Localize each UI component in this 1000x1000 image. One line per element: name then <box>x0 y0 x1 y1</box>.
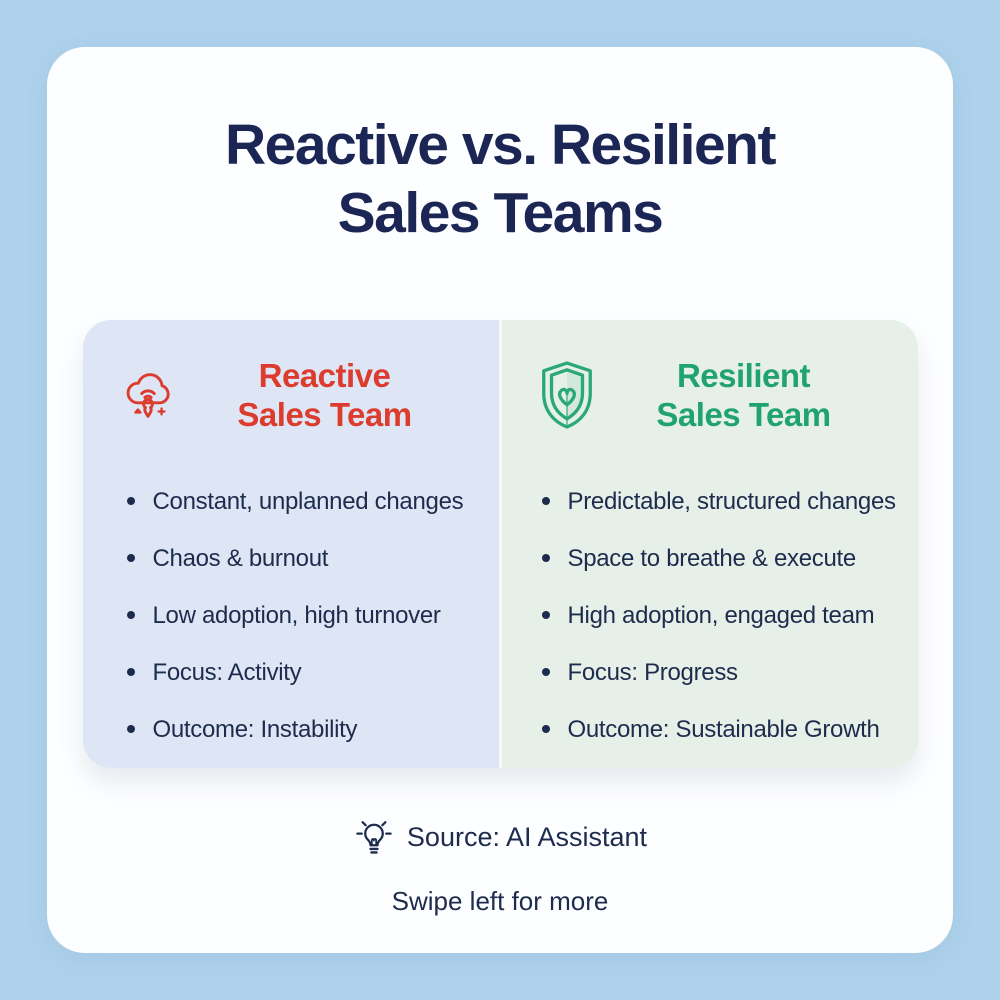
reactive-title-line1: Reactive <box>258 356 391 394</box>
reactive-panel: Reactive Sales Team Constant, unplanned … <box>82 319 502 768</box>
list-item: Predictable, structured changes <box>541 488 918 516</box>
swipe-label: Swipe left for more <box>391 885 609 916</box>
resilient-title-line1: Resilient <box>676 356 811 394</box>
shield-heart-icon <box>536 357 598 435</box>
source-label: Source: AI Assistant <box>406 822 648 853</box>
page-title-line1: Reactive vs. Resilient <box>225 113 776 177</box>
list-item: Outcome: Instability <box>126 716 499 744</box>
reactive-title-line2: Sales Team <box>237 395 412 433</box>
list-item: Chaos & burnout <box>126 545 499 573</box>
resilient-bullet-list: Predictable, structured changes Space to… <box>502 488 918 744</box>
reactive-bullet-list: Constant, unplanned changes Chaos & burn… <box>83 488 499 744</box>
reactive-panel-header: Reactive Sales Team <box>83 350 499 442</box>
list-item: Focus: Progress <box>541 659 918 687</box>
resilient-panel: Resilient Sales Team Predictable, struct… <box>501 319 918 768</box>
footer: Source: AI Assistant Swipe left for more <box>47 814 953 917</box>
storm-cloud-icon <box>117 363 179 429</box>
infographic-card: Reactive vs. Resilient Sales Teams <box>47 47 953 953</box>
resilient-panel-header: Resilient Sales Team <box>502 350 918 442</box>
list-item: Outcome: Sustainable Growth <box>541 716 918 744</box>
resilient-title-line2: Sales Team <box>656 395 831 433</box>
list-item: High adoption, engaged team <box>541 602 918 630</box>
list-item: Low adoption, high turnover <box>126 602 499 630</box>
lightbulb-icon <box>353 814 395 862</box>
resilient-panel-title: Resilient Sales Team <box>598 357 890 435</box>
page-title-line2: Sales Teams <box>337 181 664 246</box>
source-line: Source: AI Assistant <box>47 814 953 862</box>
list-item: Focus: Activity <box>126 659 499 687</box>
reactive-panel-title: Reactive Sales Team <box>179 357 471 435</box>
comparison-table: Reactive Sales Team Constant, unplanned … <box>82 319 918 768</box>
page-title: Reactive vs. Resilient Sales Teams <box>47 111 953 248</box>
list-item: Constant, unplanned changes <box>126 488 499 516</box>
list-item: Space to breathe & execute <box>541 545 918 573</box>
